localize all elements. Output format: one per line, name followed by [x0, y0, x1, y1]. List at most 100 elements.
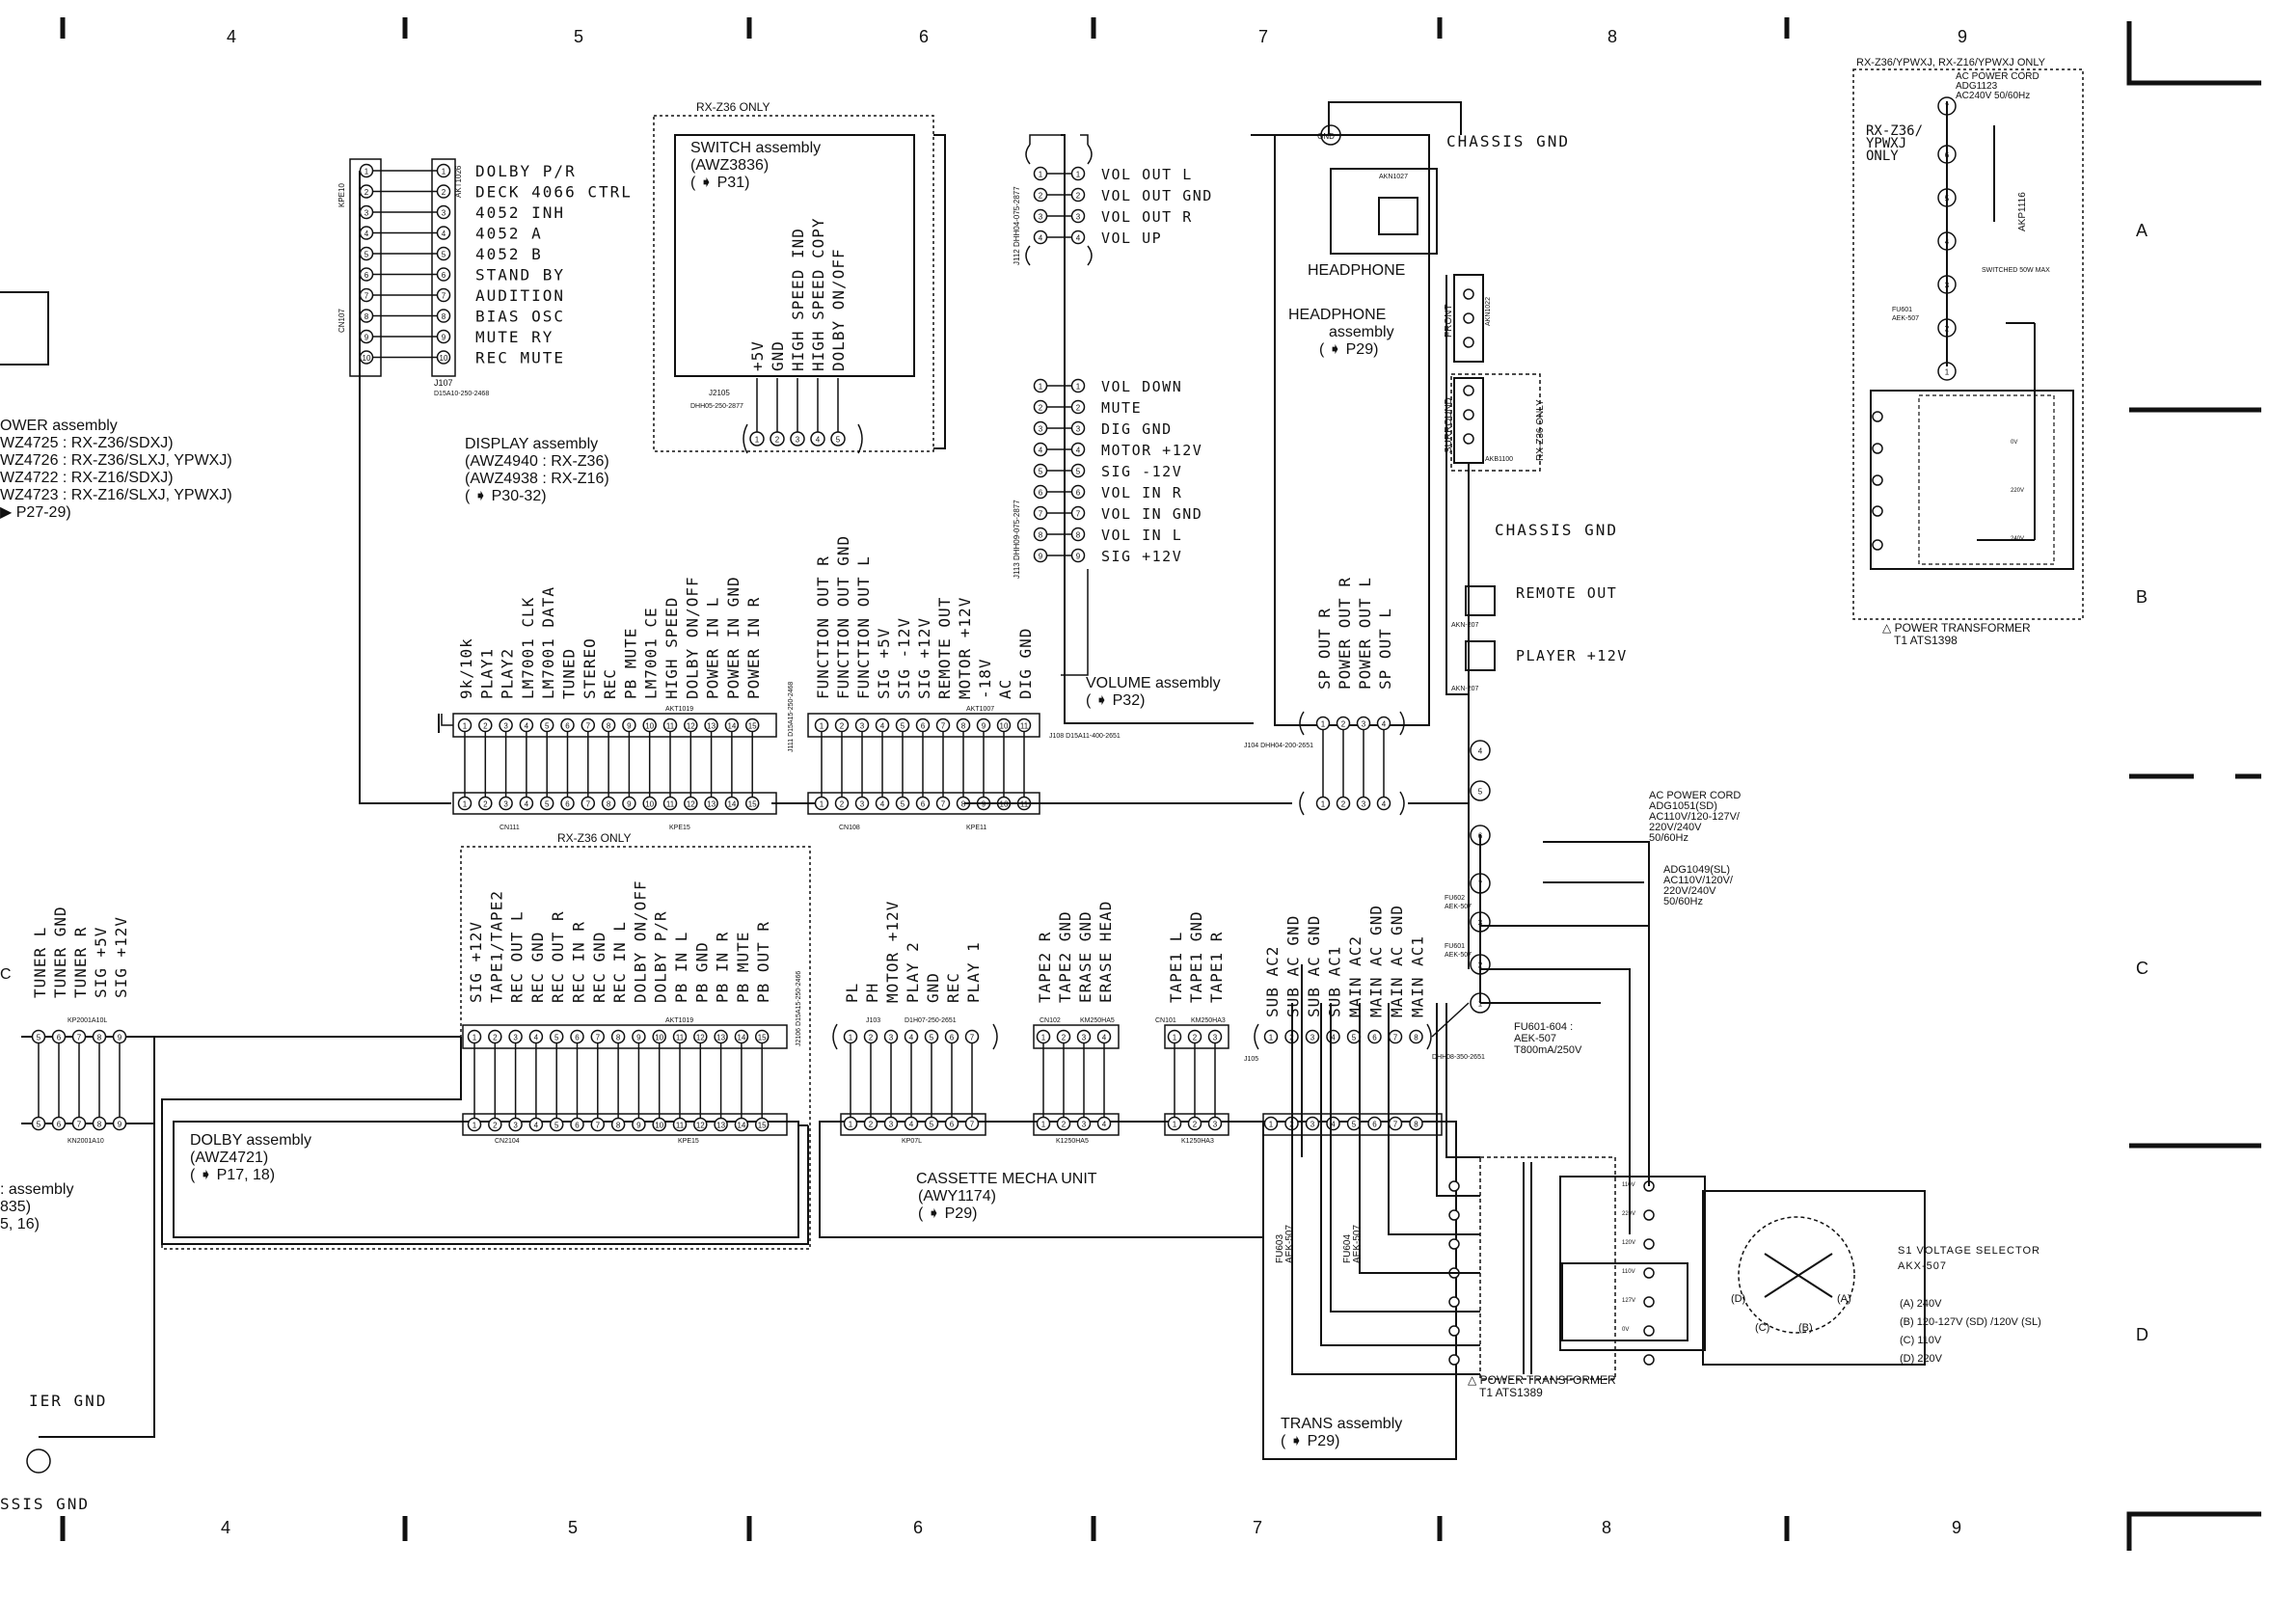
akt1019-pin-1: [457, 717, 473, 733]
power-line-0: WZ4725 : RX-Z36/SDXJ): [0, 435, 174, 451]
j113-left-pin-5-num: 5: [1039, 468, 1043, 476]
akt1019-pin-15-num: 15: [748, 722, 757, 731]
cn101-label: CN101: [1155, 1017, 1176, 1024]
akt1019b-pin-8: [610, 1029, 626, 1044]
akt1019b-pin-15-num: 15: [758, 1034, 767, 1042]
akt1019b-pin-3-num: 3: [513, 1034, 518, 1042]
j113-left-pin-1-num: 1: [1039, 383, 1043, 392]
vol-bot-label-6: VOL IN GND: [1101, 505, 1202, 523]
cn111-pin-1: [457, 796, 473, 811]
akt1019-pin-8-num: 8: [607, 722, 611, 731]
function-pin-label-0: FUNCTION OUT R: [814, 555, 832, 699]
fu601-1: AEK-507: [1445, 952, 1472, 959]
switch-conn: J2105: [709, 389, 730, 397]
akt1026-pin-3: [436, 204, 451, 220]
voltage-0: (A) 240V: [1900, 1298, 1942, 1310]
j104-bot-pin-2-num: 2: [1341, 800, 1346, 809]
switch-j2105-pin-4-num: 4: [816, 436, 821, 445]
left-small-title: : assembly: [0, 1181, 74, 1198]
switch-assembly: [653, 115, 934, 452]
switch-note: RX-Z36 ONLY: [696, 100, 770, 114]
cn2104-pin-7: [590, 1117, 606, 1132]
vol-top-label-1: VOL OUT GND: [1101, 187, 1213, 204]
kp2001-pin-2-num: 6: [57, 1034, 62, 1042]
dolby-pin-label-8: DOLBY ON/OFF: [631, 880, 649, 1003]
cn2104-pin-6-num: 6: [575, 1122, 580, 1130]
j113-left-pin-2-num: 2: [1039, 404, 1043, 413]
j112-right-pin-3: [1070, 208, 1086, 224]
transformer-section: [1291, 841, 1926, 1380]
akt1019b-pin-15: [754, 1029, 770, 1044]
tr-tap-b-2: 240V: [2011, 536, 2024, 542]
j104-top-pin-1: [1315, 716, 1331, 731]
grid-col-top-2: 6: [919, 27, 929, 46]
j113-right-pin-6-num: 6: [1076, 489, 1081, 498]
cn111-pin-14: [724, 796, 740, 811]
gnd-tag: GND: [1317, 132, 1335, 141]
sel-letter-3: (D): [1731, 1293, 1745, 1305]
headphone-label: HEADPHONE: [1308, 262, 1406, 279]
dolby-pin-label-12: PB IN R: [714, 932, 732, 1003]
front-pin-2: [1463, 337, 1474, 348]
kp2001-label: KP2001A10L: [68, 1017, 107, 1024]
cn111-pin-8-num: 8: [607, 800, 611, 809]
front-surround-chain: [1445, 274, 1541, 969]
kp07l-pin-6: [944, 1116, 959, 1131]
j103-pin-6-num: 6: [950, 1034, 955, 1042]
dolby-note: RX-Z36 ONLY: [557, 831, 632, 845]
dolby-pin-label-13: PB MUTE: [734, 932, 752, 1003]
function-pin-label-6: REMOTE OUT: [935, 597, 954, 699]
cn108-pin-8-num: 8: [961, 800, 966, 809]
akt1019-pin-14-num: 14: [727, 722, 736, 731]
akt1019b-pin-12: [693, 1029, 708, 1044]
j113-left-pin-9-num: 9: [1039, 553, 1043, 561]
cn2104-pin-8: [610, 1117, 626, 1132]
akt1026-pin-7-num: 7: [442, 292, 446, 301]
j103-pin-3-num: 3: [889, 1034, 894, 1042]
cn111-pin-3: [499, 796, 513, 811]
j103-pin-4: [904, 1029, 919, 1044]
display-pin-label-11: DOLBY ON/OFF: [683, 576, 701, 699]
col9-tr-pin-1: [1872, 443, 1883, 454]
akt1019b-pin-4: [528, 1029, 544, 1044]
cn111-pin-8: [601, 796, 616, 811]
display-pin-label-3: LM7001 CLK: [519, 597, 537, 699]
sp-pin-label-2: POWER OUT L: [1356, 577, 1374, 690]
j113-right-pin-5: [1070, 463, 1086, 478]
cn111-pin-2-num: 2: [483, 800, 488, 809]
sel-letter-0: (A): [1837, 1293, 1851, 1305]
kpe10-pin-8-num: 8: [365, 312, 369, 321]
sp-pin-label-0: SP OUT R: [1315, 608, 1334, 690]
j2106-label: J2106 D15A15-250-2466: [796, 971, 802, 1046]
fu603-0: FU603: [1275, 1234, 1285, 1263]
switch-title: SWITCH assembly: [690, 140, 822, 156]
akt1019-pin-9-num: 9: [627, 722, 632, 731]
j113-left-pin-8-num: 8: [1039, 531, 1043, 540]
k250ha5-pin-1-num: 1: [1041, 1121, 1046, 1129]
ptb-title-text: POWER TRANSFORMER: [1894, 621, 2031, 635]
kn2001-pin-5: [112, 1116, 127, 1131]
display-line-1: (AWZ4938 : RX-Z16): [465, 471, 609, 487]
akt1019-pin-9: [622, 717, 636, 733]
ac-pin-label-6: MAIN AC GND: [1388, 905, 1406, 1017]
cn111-pin-13: [704, 796, 718, 811]
akt1026-pin-4-num: 4: [442, 230, 446, 238]
akt1019b-pin-13: [714, 1029, 728, 1044]
tape1-pin-label-2: TAPE1 R: [1207, 932, 1226, 1003]
kpe10-pin-5-num: 5: [365, 251, 369, 259]
tape2-pin-label-0: TAPE2 R: [1036, 932, 1054, 1003]
j103-pin-5-num: 5: [930, 1034, 934, 1042]
j113-right-pin-5-num: 5: [1076, 468, 1081, 476]
switch-pin-label-0: +5V: [748, 340, 767, 371]
k250ha5-pin-4-num: 4: [1102, 1121, 1107, 1129]
j104-top-pin-2: [1336, 716, 1351, 731]
j105-top-pin-4-num: 4: [1331, 1034, 1336, 1042]
j113-left-pin-1: [1033, 378, 1048, 393]
j105-bot-pin-7-num: 7: [1393, 1121, 1398, 1129]
akt1019b-pin-9: [632, 1029, 646, 1044]
cn2104-pin-1: [467, 1117, 482, 1132]
j112-right-pin-3-num: 3: [1076, 213, 1081, 222]
tuner-pin-label-0: TUNER L: [31, 927, 49, 998]
